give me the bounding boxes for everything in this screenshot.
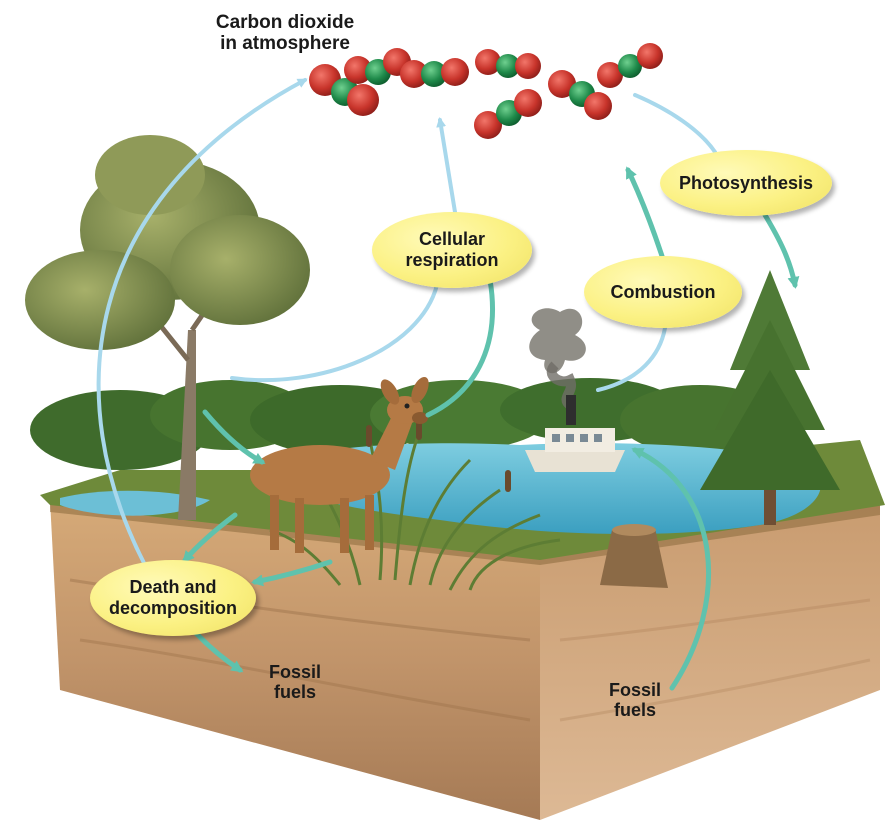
photosynthesis-bubble: Photosynthesis bbox=[660, 150, 832, 216]
co2-molecule-3 bbox=[400, 58, 469, 88]
fossil-fuels-left-label: Fossil fuels bbox=[255, 662, 335, 702]
arrow-combustion-to-atmosphere bbox=[628, 170, 662, 256]
co2-molecule-4 bbox=[475, 49, 541, 79]
fossil-fuels-left-line1: Fossil bbox=[255, 662, 335, 682]
fossil-fuels-right-line2: fuels bbox=[595, 700, 675, 720]
fossil-fuels-right-label: Fossil fuels bbox=[595, 680, 675, 720]
co2-molecules bbox=[309, 43, 663, 139]
combustion-label: Combustion bbox=[611, 282, 716, 303]
cellular-respiration-line1: Cellular bbox=[419, 229, 485, 250]
atmosphere-label: Carbon dioxide in atmosphere bbox=[200, 12, 370, 55]
fossil-fuels-right-line1: Fossil bbox=[595, 680, 675, 700]
co2-molecule-5 bbox=[474, 89, 542, 139]
death-decomposition-line1: Death and bbox=[129, 577, 216, 598]
co2-molecule-7 bbox=[597, 43, 663, 88]
cellular-respiration-line2: respiration bbox=[405, 250, 498, 271]
death-decomposition-line2: decomposition bbox=[109, 598, 237, 619]
death-decomposition-bubble: Death and decomposition bbox=[90, 560, 256, 636]
combustion-bubble: Combustion bbox=[584, 256, 742, 328]
cellular-respiration-bubble: Cellular respiration bbox=[372, 212, 532, 288]
atmosphere-label-line1: Carbon dioxide bbox=[200, 12, 370, 33]
fossil-fuels-left-line2: fuels bbox=[255, 682, 335, 702]
atmosphere-label-line2: in atmosphere bbox=[200, 33, 370, 54]
arrow-atmosphere-to-photosynthesis bbox=[635, 95, 715, 152]
arrow-respiration-to-atmosphere bbox=[440, 120, 455, 212]
photosynthesis-label: Photosynthesis bbox=[679, 173, 813, 194]
